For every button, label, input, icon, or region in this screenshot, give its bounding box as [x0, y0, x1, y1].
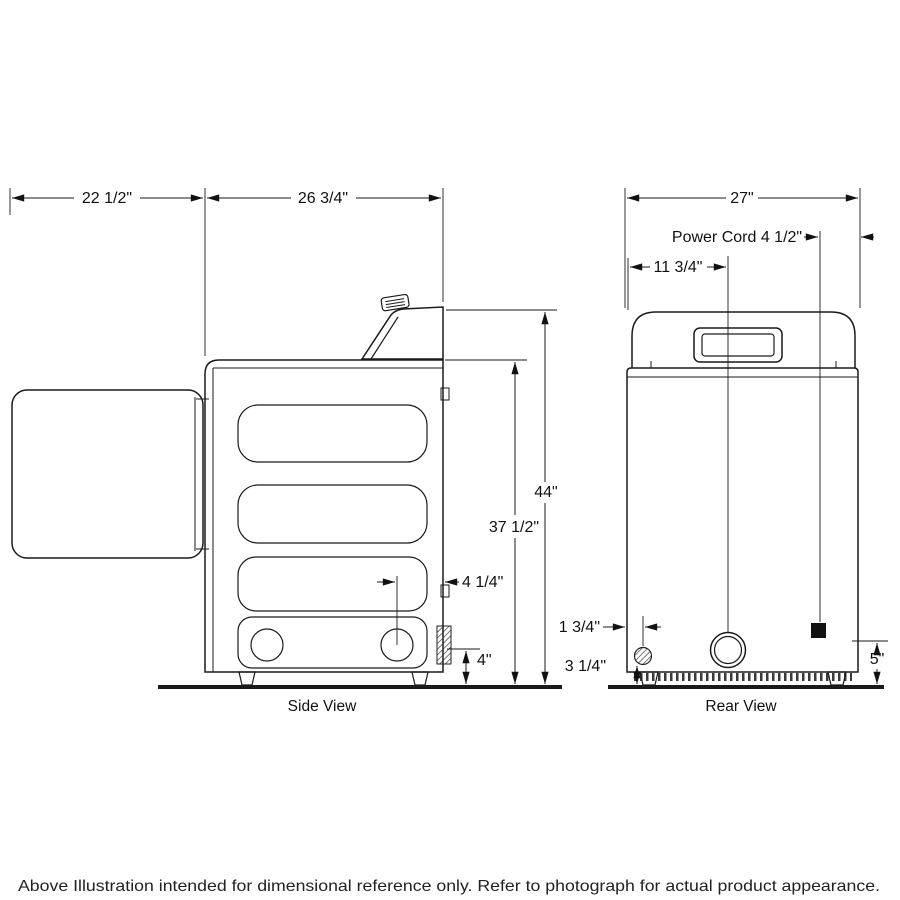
dim-body-height: 37 1/2": [445, 359, 539, 684]
dim-exhaust-from-left: 11 3/4": [627, 256, 729, 632]
dim-power-cord-label: Power Cord 4 1/2": [672, 229, 802, 246]
dim-cord-height: 5": [852, 640, 888, 684]
dim-power-cord: Power Cord 4 1/2": [672, 229, 874, 622]
dim-width-label: 27": [730, 190, 753, 207]
vent-strip: [436, 625, 452, 665]
disclaimer-text: Above Illustration intended for dimensio…: [18, 878, 880, 895]
dim-cord-height-label: 5": [870, 651, 885, 668]
side-view-drawing: [11, 293, 452, 686]
dim-overall-height-label: 44": [534, 484, 557, 501]
power-cord-entry: [811, 623, 826, 638]
dim-leg-height: 3 1/4": [565, 658, 641, 684]
dim-body-height-label: 37 1/2": [489, 519, 539, 536]
dim-overall-height: 44": [446, 309, 558, 684]
dim-depth: 26 3/4": [207, 188, 444, 302]
foot: [411, 671, 429, 686]
side-panel-slat: [237, 404, 428, 463]
side-panel-slat: [237, 484, 428, 544]
foot: [827, 671, 847, 686]
foot: [639, 671, 659, 686]
open-door: [11, 389, 204, 559]
dim-exhaust-offset: 4 1/4": [377, 574, 503, 645]
leveling-leg: [633, 646, 653, 666]
dim-depth-label: 26 3/4": [298, 190, 348, 207]
dim-exhaust-offset-label: 4 1/4": [462, 574, 503, 591]
dim-width: 27": [624, 188, 861, 308]
foot: [238, 671, 256, 686]
dim-leg-height-label: 3 1/4": [565, 658, 606, 675]
leg-circle: [250, 628, 284, 662]
rear-view-drawing: [626, 311, 859, 686]
side-panel-base: [237, 616, 428, 669]
side-view-label: Side View: [288, 698, 357, 715]
dim-leg-offset-label: 1 3/4": [559, 619, 600, 636]
console-recess: [693, 327, 783, 363]
console: [360, 306, 444, 360]
dim-exhaust-height: 4": [447, 648, 492, 684]
console-knob: [380, 293, 410, 312]
dim-leg-offset: 1 3/4": [559, 616, 661, 646]
console-back: [631, 311, 856, 368]
dim-door-depth: 22 1/2": [9, 188, 206, 356]
rear-view-label: Rear View: [705, 698, 777, 715]
dim-door-depth-label: 22 1/2": [82, 190, 132, 207]
exhaust-vent: [709, 631, 747, 669]
dim-exhaust-height-label: 4": [477, 652, 492, 669]
side-panel-slat: [237, 556, 428, 612]
dim-exhaust-from-left-label: 11 3/4": [654, 259, 703, 276]
